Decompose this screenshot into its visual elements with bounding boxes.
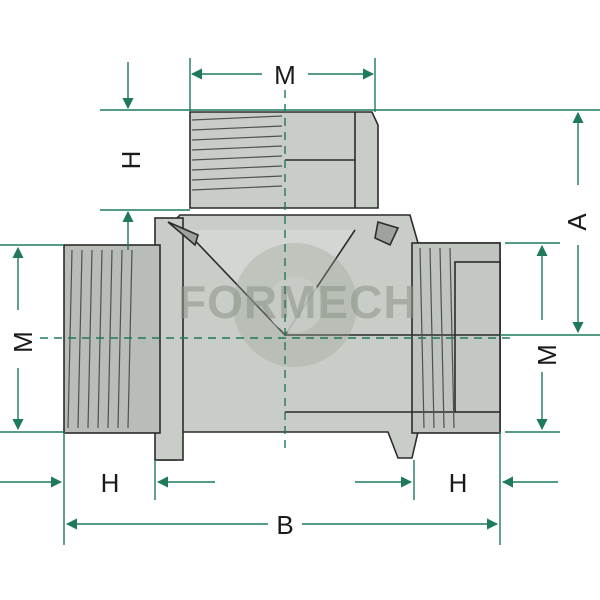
label-left-height-h: H (101, 468, 120, 498)
dimension-labels: M H A M M H H B (8, 60, 592, 540)
center-lines (40, 90, 510, 448)
label-right-thread-m: M (532, 344, 562, 366)
dimension-lines (0, 58, 600, 545)
watermark: FORMECH (178, 243, 418, 367)
label-overall-b: B (276, 510, 293, 540)
label-left-thread-m: M (8, 331, 38, 353)
watermark-text: FORMECH (178, 276, 418, 328)
label-top-thread-m: M (274, 60, 296, 90)
label-side-a: A (562, 213, 592, 231)
label-top-height-h: H (116, 151, 146, 170)
thread-hatching (67, 115, 455, 429)
label-right-height-h: H (449, 468, 468, 498)
